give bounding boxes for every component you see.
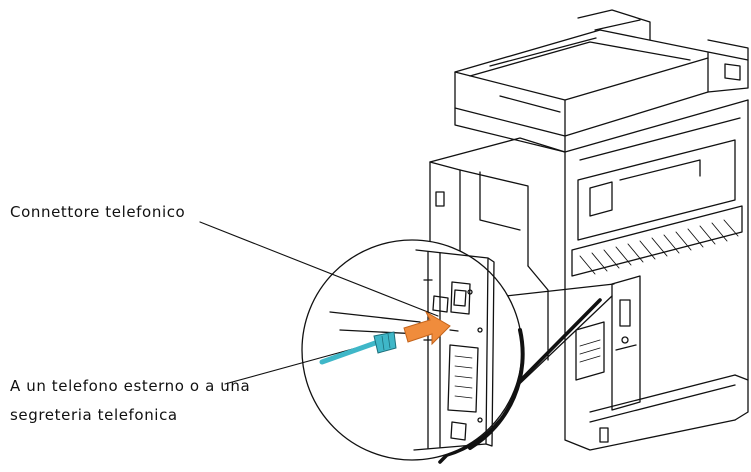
insert-arrow-icon [403, 310, 451, 346]
label-phone-connector: Connettore telefonico [10, 203, 186, 221]
label-external-phone-line-2: segreteria telefonica [10, 406, 178, 424]
label-external-phone-line-1: A un telefono esterno o a una [10, 377, 251, 395]
printer-body [429, 99, 749, 451]
scanner-unit [454, 9, 749, 137]
phone-cable-icon [319, 331, 397, 365]
magnified-detail [301, 239, 525, 461]
leader-line-connector [199, 221, 439, 317]
